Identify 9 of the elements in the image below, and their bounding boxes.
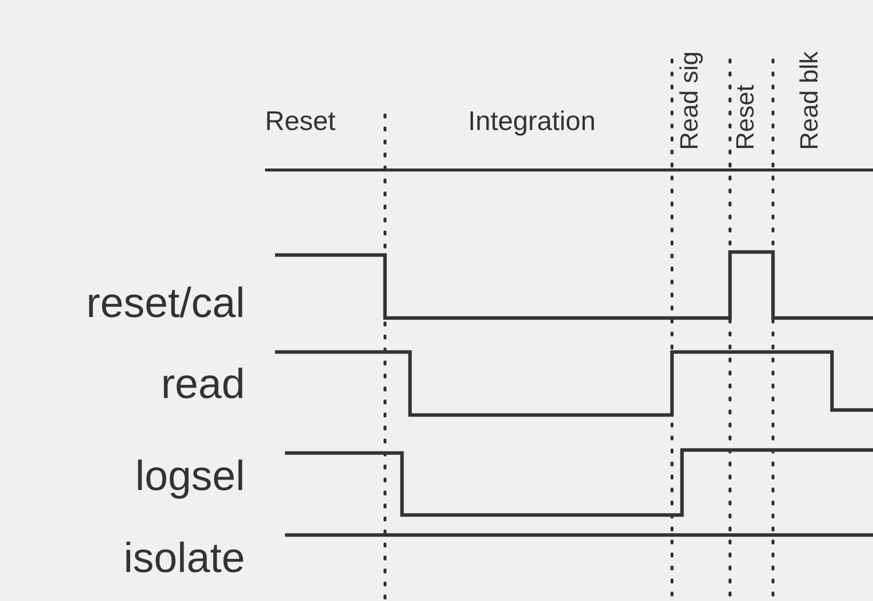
phase-label: Integration (468, 108, 596, 135)
phase-label: Reset (734, 84, 758, 150)
signal-name: logsel (135, 455, 245, 497)
signal-name: isolate (124, 537, 245, 579)
phase-label: Read sig (678, 51, 702, 150)
signal-name: reset/cal (86, 282, 245, 324)
phase-label: Read blk (798, 51, 822, 150)
signal-name: read (160, 363, 245, 405)
phase-label: Reset (265, 108, 336, 135)
